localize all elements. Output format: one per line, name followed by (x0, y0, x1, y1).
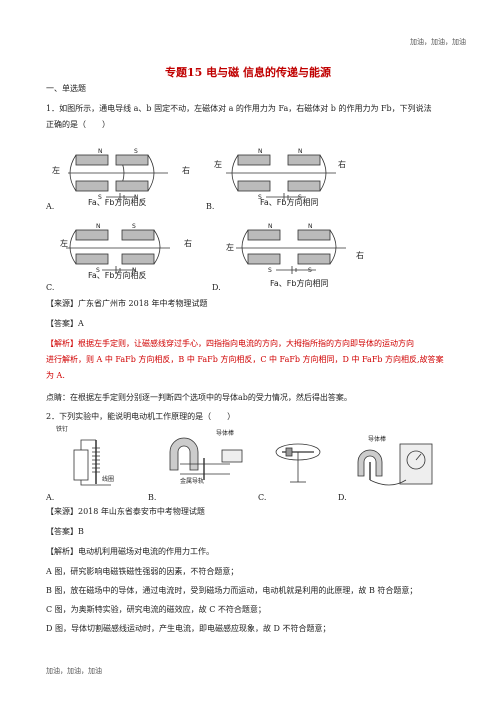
svg-text:N: N (268, 223, 273, 230)
q2-a-label-nail: 铁钉 (56, 426, 69, 433)
q1-option-a-letter[interactable]: A. (46, 202, 55, 211)
q2-analysis-c: C 图，为奥斯特实验，研究电流的磁效应，故 C 不符合题意； (46, 605, 266, 614)
q2-b-label-rod: 导体棒 (216, 430, 235, 437)
q1-a-right-label: 右 (182, 166, 190, 175)
svg-text:S: S (132, 223, 136, 230)
q2-figure-a: 铁钉 线圈 (56, 426, 136, 490)
svg-text:N: N (258, 148, 263, 155)
svg-text:S: S (98, 194, 102, 201)
svg-text:S: S (134, 148, 138, 155)
q1-figure-d: N S N S 左 右 (226, 222, 376, 284)
q2-option-c-letter[interactable]: C. (258, 493, 267, 502)
q1-stem-line2: 正确的是（ ） (46, 120, 110, 129)
q2-analysis: 【解析】电动机利用磁场对电流的作用力工作。 (46, 547, 214, 556)
q2-d-label-rod: 导体棒 (368, 436, 387, 443)
svg-text:S: S (308, 267, 312, 274)
page-title: 专题15 电与磁 信息的传递与能源 (165, 66, 331, 79)
svg-text:S: S (258, 194, 262, 201)
q2-option-a-letter[interactable]: A. (46, 493, 55, 502)
q2-analysis-d: D 图，导体切割磁感线运动时，产生电流，即电磁感应现象，故 D 不符合题意； (46, 624, 331, 633)
q2-answer: 【答案】B (46, 527, 84, 536)
svg-text:N: N (98, 148, 103, 155)
q1-d-right-label: 右 (356, 251, 364, 260)
q2-figure-d: 导体棒 (350, 432, 440, 492)
q1-d-left-label: 左 (226, 243, 234, 252)
q2-b-label-rail: 金属导轨 (180, 478, 205, 485)
q1-source: 【来源】广东省广州市 2018 年中考物理试题 (46, 299, 208, 308)
page-footer: 加油，加油，加油 (46, 667, 102, 675)
q2-analysis-a: A 图，研究影响电磁铁磁性强弱的因素，不符合题意； (46, 567, 239, 576)
q1-comment: 点睛：在根据左手定则分别逐一判断四个选项中的导体ab的受力情况，然后得出答案。 (46, 393, 352, 402)
q2-figure-b: 导体棒 金属导轨 (160, 430, 250, 490)
q1-analysis-line3: 为 A. (46, 371, 65, 380)
svg-text:N: N (308, 223, 313, 230)
q1-c-right-label: 右 (184, 239, 192, 248)
q2-option-d-letter[interactable]: D. (338, 493, 347, 502)
svg-text:N: N (132, 267, 137, 274)
svg-text:S: S (298, 194, 302, 201)
q1-option-b-caption: Fa、Fb方向相同 (260, 198, 319, 207)
q1-figure-b: N S N S 左 右 (214, 145, 366, 215)
q2-a-label-coil: 线圈 (102, 476, 115, 483)
q1-option-a-caption: Fa、Fb方向相反 (88, 198, 147, 207)
q1-option-b-letter[interactable]: B. (206, 202, 215, 211)
q1-option-c-letter[interactable]: C. (46, 283, 55, 292)
q1-b-right-label: 右 (338, 160, 346, 169)
q1-a-left-label: 左 (52, 166, 60, 175)
q1-option-d-letter[interactable]: D. (212, 283, 221, 292)
q1-analysis-line2: 进行解析，则 A 中 FaFb 方向相反，B 中 FaFb 方向相反，C 中 F… (46, 355, 444, 364)
svg-text:S: S (268, 267, 272, 274)
svg-text:N: N (96, 223, 101, 230)
q1-option-d-caption: Fa、Fb方向相同 (270, 279, 329, 288)
page-header: 加油，加油，加油 (410, 38, 466, 46)
q1-stem-line1: 1．如图所示，通电导线 a、b 固定不动，左磁体对 a 的作用力为 Fa，右磁体… (46, 104, 432, 113)
q1-option-c-caption: Fa、Fb方向相反 (88, 271, 147, 280)
q1-figure-a: N S S N 左 右 (46, 145, 196, 215)
q2-analysis-b: B 图，放在磁场中的导体，通过电流时，受到磁场力而运动，电动机就是利用的此原理，… (46, 586, 418, 595)
svg-text:N: N (298, 148, 303, 155)
svg-text:S: S (96, 267, 100, 274)
q2-option-b-letter[interactable]: B. (148, 493, 157, 502)
q2-source: 【来源】2018 年山东省泰安市中考物理试题 (46, 507, 205, 516)
q1-figure-c: N S S N 左 右 (46, 222, 196, 284)
q1-b-left-label: 左 (214, 160, 222, 169)
q1-analysis-line1: 【解析】根据左手定则，让磁感线穿过手心，四指指向电流的方向，大拇指所指的方向即导… (46, 339, 414, 348)
q1-answer: 【答案】A (46, 319, 84, 328)
q2-stem: 2．下列实验中，能说明电动机工作原理的是（ ） (46, 412, 236, 421)
section-heading: 一、单选题 (46, 84, 86, 93)
svg-text:N: N (134, 194, 139, 201)
q2-figure-c (268, 430, 328, 490)
q1-c-left-label: 左 (60, 239, 68, 248)
